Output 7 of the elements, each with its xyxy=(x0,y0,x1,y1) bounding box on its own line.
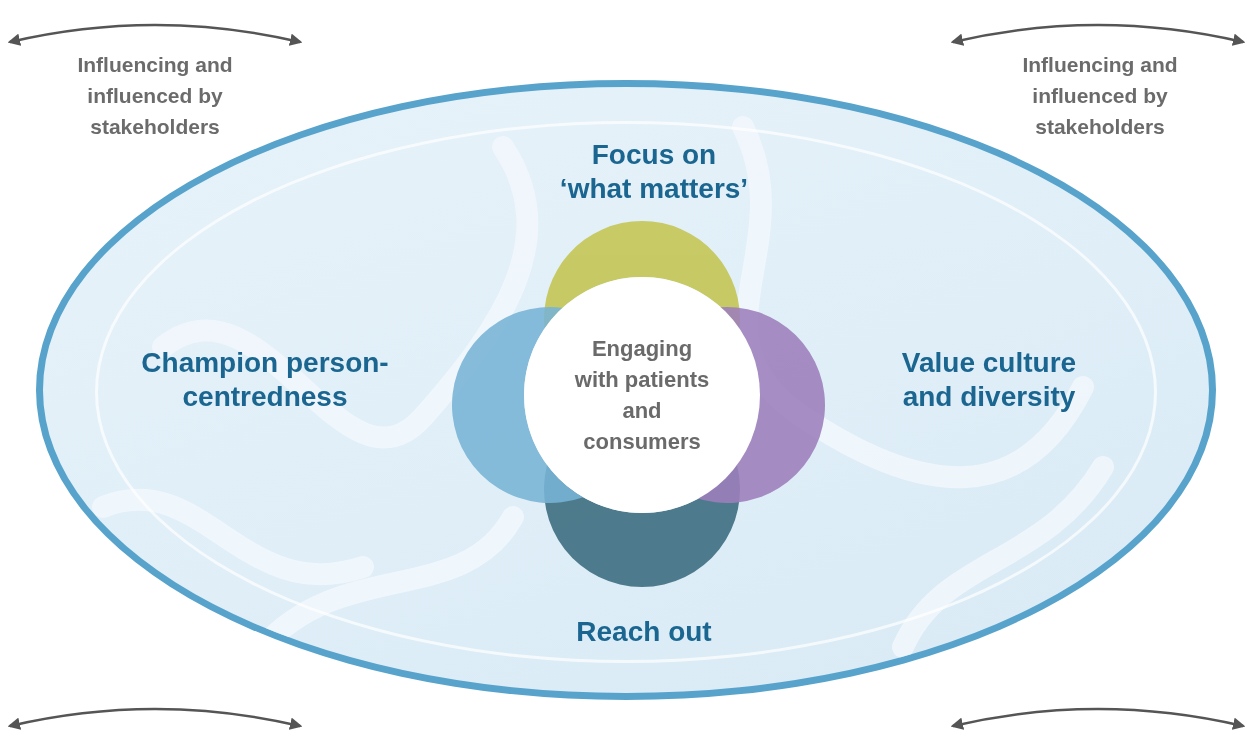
section-heading: Champion person-centredness xyxy=(140,346,390,414)
circle-label: Engaging with patients and consumers xyxy=(573,335,711,456)
section-heading: Focus on ‘what matters’ xyxy=(558,138,750,206)
stakeholder-note: Influencing and influenced by stakeholders xyxy=(1021,51,1179,140)
stakeholder-note: Influencing and influenced by stakeholders xyxy=(76,51,234,140)
section-heading: Value culture and diversity xyxy=(900,346,1078,414)
section-heading: Reach out xyxy=(575,615,713,649)
